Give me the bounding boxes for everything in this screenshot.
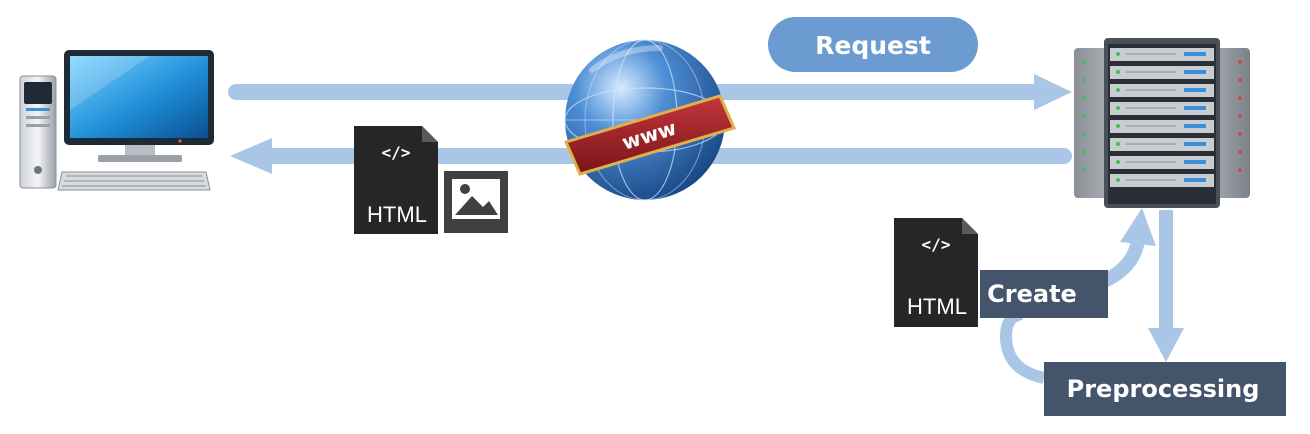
preprocessing-to-create-curve	[999, 308, 1046, 384]
html-document-icon: </> HTML	[894, 218, 978, 327]
server-rack-icon	[1074, 38, 1250, 208]
server-to-preprocessing-arrow	[1148, 210, 1184, 362]
preprocessing-label: Preprocessing	[1044, 362, 1286, 416]
svg-text:Preprocessing: Preprocessing	[1067, 375, 1260, 403]
svg-text:Request: Request	[815, 31, 931, 60]
request-label: Request	[768, 17, 978, 72]
globe-icon: www	[563, 39, 737, 201]
image-file-icon	[444, 171, 508, 233]
create-to-server-arrow	[1098, 208, 1156, 289]
svg-text:Create: Create	[987, 280, 1077, 308]
desktop-computer-icon	[19, 50, 214, 191]
create-label: Create	[980, 270, 1108, 318]
svg-text:HTML: HTML	[367, 202, 427, 227]
html-document-icon: </> HTML	[354, 126, 438, 234]
svg-text:</>: </>	[382, 143, 411, 162]
svg-text:HTML: HTML	[907, 294, 967, 319]
svg-text:</>: </>	[922, 235, 951, 254]
